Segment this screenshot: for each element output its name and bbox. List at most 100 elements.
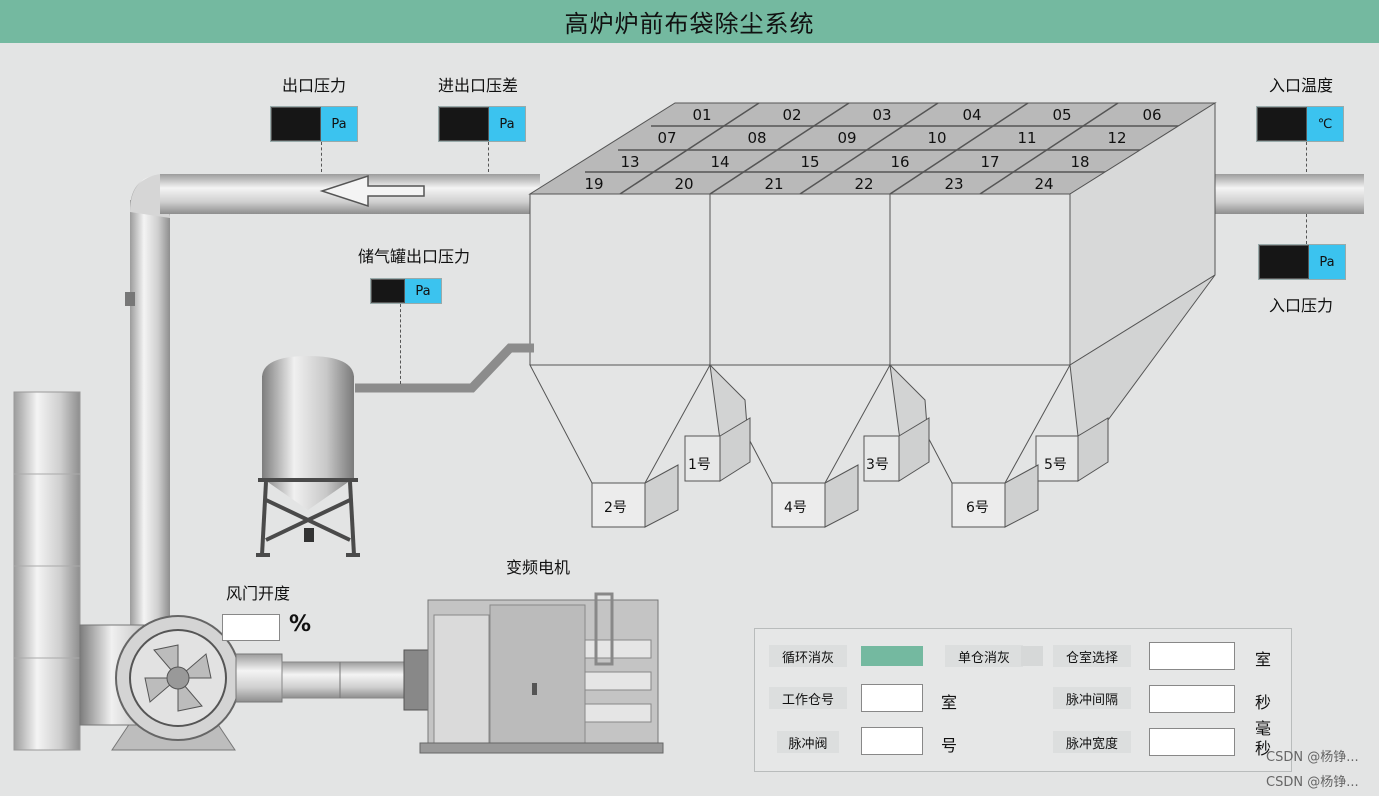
- motor: [419, 592, 664, 754]
- inlet-pressure-value: [1259, 245, 1309, 279]
- inlet-pressure-gauge: Pa: [1258, 244, 1346, 280]
- cycle-clean-label: 循环消灰: [769, 645, 847, 667]
- pulse-width-unit: 毫秒: [1255, 719, 1272, 758]
- chimney: [13, 391, 81, 751]
- pulse-interval-input[interactable]: [1149, 685, 1235, 713]
- air-line: [355, 343, 534, 393]
- title-bar: 高炉炉前布袋除尘系统: [0, 0, 1379, 43]
- hopper-outlet-2: [591, 482, 646, 528]
- hopper-label-1: 1号: [688, 457, 711, 473]
- watermark-1: CSDN @杨铮...: [1266, 750, 1359, 765]
- inlet-temp-label: 入口温度: [1269, 76, 1334, 95]
- chamber-select-unit: 室: [1255, 650, 1272, 669]
- control-panel: 循环消灰 单仓消灰 仓室选择 室 工作仓号 室 脉冲间隔 秒 脉冲阀 号 脉冲宽…: [754, 628, 1292, 772]
- chamber-box-2: [709, 193, 891, 366]
- diff-pressure-label: 进出口压差: [438, 76, 519, 95]
- outlet-pressure-label: 出口压力: [282, 76, 347, 95]
- outlet-pressure-lead: [321, 142, 322, 172]
- inlet-temp-lead: [1306, 142, 1307, 172]
- pulse-width-label: 脉冲宽度: [1053, 731, 1131, 753]
- inlet-temp-gauge: ℃: [1256, 106, 1344, 142]
- inlet-temp-value: [1257, 107, 1307, 141]
- chamber-number-10: 10: [927, 129, 947, 147]
- pulse-interval-unit: 秒: [1255, 693, 1272, 712]
- chamber-number-19: 19: [584, 175, 604, 193]
- tank-pressure-label: 储气罐出口压力: [358, 247, 471, 266]
- chamber-select-input[interactable]: [1149, 642, 1235, 670]
- hopper-label-6: 6号: [966, 500, 989, 516]
- tank-pressure-gauge: Pa: [370, 278, 442, 304]
- diff-pressure-value: [439, 107, 489, 141]
- single-clean-indicator[interactable]: [1021, 646, 1043, 666]
- chamber-number-02: 02: [782, 106, 802, 124]
- damper-opening-input[interactable]: [222, 614, 280, 641]
- chamber-select-label: 仓室选择: [1053, 645, 1131, 667]
- tank-pressure-unit: Pa: [405, 279, 441, 303]
- tank-pressure-lead: [400, 304, 401, 384]
- chamber-number-09: 09: [837, 129, 857, 147]
- hopper-outlet-6: [951, 482, 1006, 528]
- chamber-number-24: 24: [1034, 175, 1054, 193]
- hopper-outlet-3: [863, 435, 900, 482]
- outlet-pressure-gauge: Pa: [270, 106, 358, 142]
- page-title: 高炉炉前布袋除尘系统: [564, 10, 815, 38]
- chamber-number-11: 11: [1017, 129, 1037, 147]
- diff-pressure-unit: Pa: [489, 107, 525, 141]
- pulse-interval-label: 脉冲间隔: [1053, 687, 1131, 709]
- outlet-pressure-unit: Pa: [321, 107, 357, 141]
- chamber-number-08: 08: [747, 129, 767, 147]
- air-tank: [256, 356, 360, 557]
- chamber-number-20: 20: [674, 175, 694, 193]
- single-clean-label: 单仓消灰: [945, 645, 1023, 667]
- chamber-box-3: [889, 193, 1071, 366]
- hopper-outlet-5: [1035, 435, 1079, 482]
- hopper-outlet-1: [684, 435, 721, 482]
- chamber-number-21: 21: [764, 175, 784, 193]
- hopper-label-4: 4号: [784, 500, 807, 516]
- chamber-number-13: 13: [620, 153, 640, 171]
- work-chamber-unit: 室: [941, 693, 958, 712]
- chamber-number-05: 05: [1052, 106, 1072, 124]
- chamber-number-17: 17: [980, 153, 1000, 171]
- watermark-2: CSDN @杨铮...: [1266, 775, 1359, 790]
- chamber-number-15: 15: [800, 153, 820, 171]
- chamber-number-01: 01: [692, 106, 712, 124]
- cycle-clean-indicator[interactable]: [861, 646, 923, 666]
- chamber-number-14: 14: [710, 153, 730, 171]
- inlet-pressure-label: 入口压力: [1269, 296, 1334, 315]
- pulse-valve-label: 脉冲阀: [777, 731, 839, 753]
- chamber-number-03: 03: [872, 106, 892, 124]
- tank-pressure-value: [371, 279, 405, 303]
- chamber-number-22: 22: [854, 175, 874, 193]
- pulse-valve-unit: 号: [941, 736, 958, 755]
- chamber-number-07: 07: [657, 129, 677, 147]
- chamber-number-04: 04: [962, 106, 982, 124]
- damper-unit: %: [289, 612, 312, 637]
- hopper-label-2: 2号: [604, 500, 627, 516]
- inlet-pressure-lead: [1306, 214, 1307, 244]
- chamber-number-16: 16: [890, 153, 910, 171]
- chamber-number-12: 12: [1107, 129, 1127, 147]
- work-chamber-label: 工作仓号: [769, 687, 847, 709]
- chamber-box-1: [529, 193, 711, 366]
- inlet-temp-unit: ℃: [1307, 107, 1343, 141]
- process-diagram: [13, 102, 1364, 754]
- flow-arrow: [319, 174, 425, 208]
- pulse-valve-input[interactable]: [861, 727, 923, 755]
- main-pipe-vertical: [130, 200, 170, 640]
- hopper-label-3: 3号: [866, 457, 889, 473]
- drive-shaft: [281, 661, 413, 699]
- hopper-label-5: 5号: [1044, 457, 1067, 473]
- outlet-pressure-value: [271, 107, 321, 141]
- fan: [79, 615, 283, 751]
- motor-label: 变频电机: [506, 558, 571, 577]
- pulse-width-input[interactable]: [1149, 728, 1235, 756]
- damper-label: 风门开度: [226, 584, 291, 603]
- diff-pressure-lead: [488, 142, 489, 172]
- work-chamber-input[interactable]: [861, 684, 923, 712]
- chamber-number-23: 23: [944, 175, 964, 193]
- hopper-front-1: [529, 364, 711, 484]
- chamber-number-06: 06: [1142, 106, 1162, 124]
- chamber-number-18: 18: [1070, 153, 1090, 171]
- inlet-pressure-unit: Pa: [1309, 245, 1345, 279]
